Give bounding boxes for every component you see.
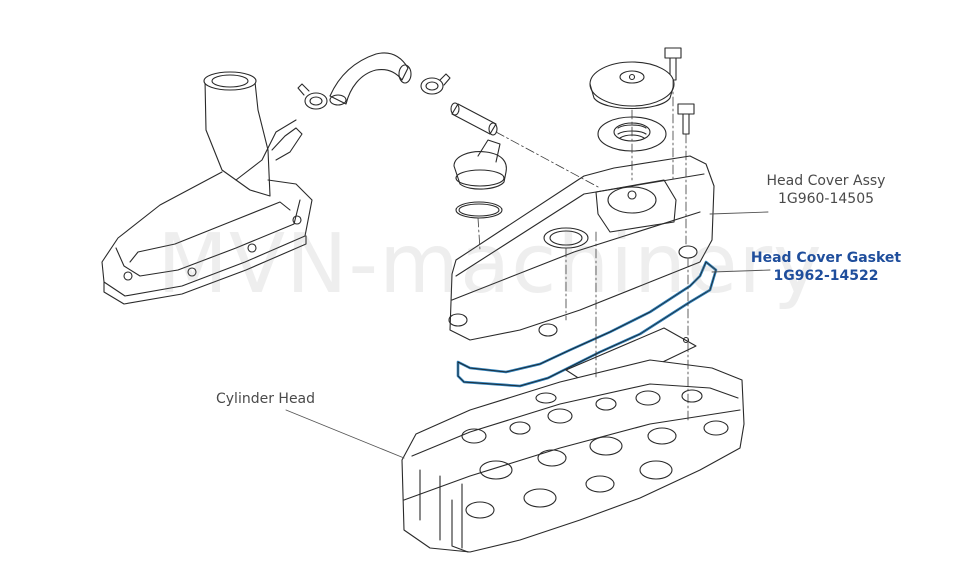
head-cover [448,155,715,341]
cylinder-head-label: Cylinder Head [216,390,340,408]
o-ring [455,201,503,219]
head-cover-gasket-label: Head Cover Gasket 1G962-14522 [746,249,906,285]
oil-filler-cap [453,139,507,190]
assembly-centerlines [477,79,689,421]
hose-clamp-right [420,73,451,95]
breather-cover [589,61,675,110]
cylinder-head [401,359,745,553]
breather-pipe [450,102,498,136]
head-cover-gasket-name: Head Cover Gasket [750,250,902,266]
head-cover-assy-part-number: 1G960-14505 [777,191,875,207]
breather-hose [329,52,412,106]
cylinder-head-name: Cylinder Head [216,391,316,407]
head-cover-gasket [456,260,718,388]
head-cover-gasket-part-number: 1G962-14522 [773,268,879,284]
intake-manifold [101,71,313,305]
callout-leaders [285,211,771,459]
hose-clamp-left [297,83,328,110]
head-cover-assy-label: Head Cover Assy 1G960-14505 [752,172,900,208]
head-cover-assy-name: Head Cover Assy [766,173,886,189]
bolt-side [677,103,695,135]
